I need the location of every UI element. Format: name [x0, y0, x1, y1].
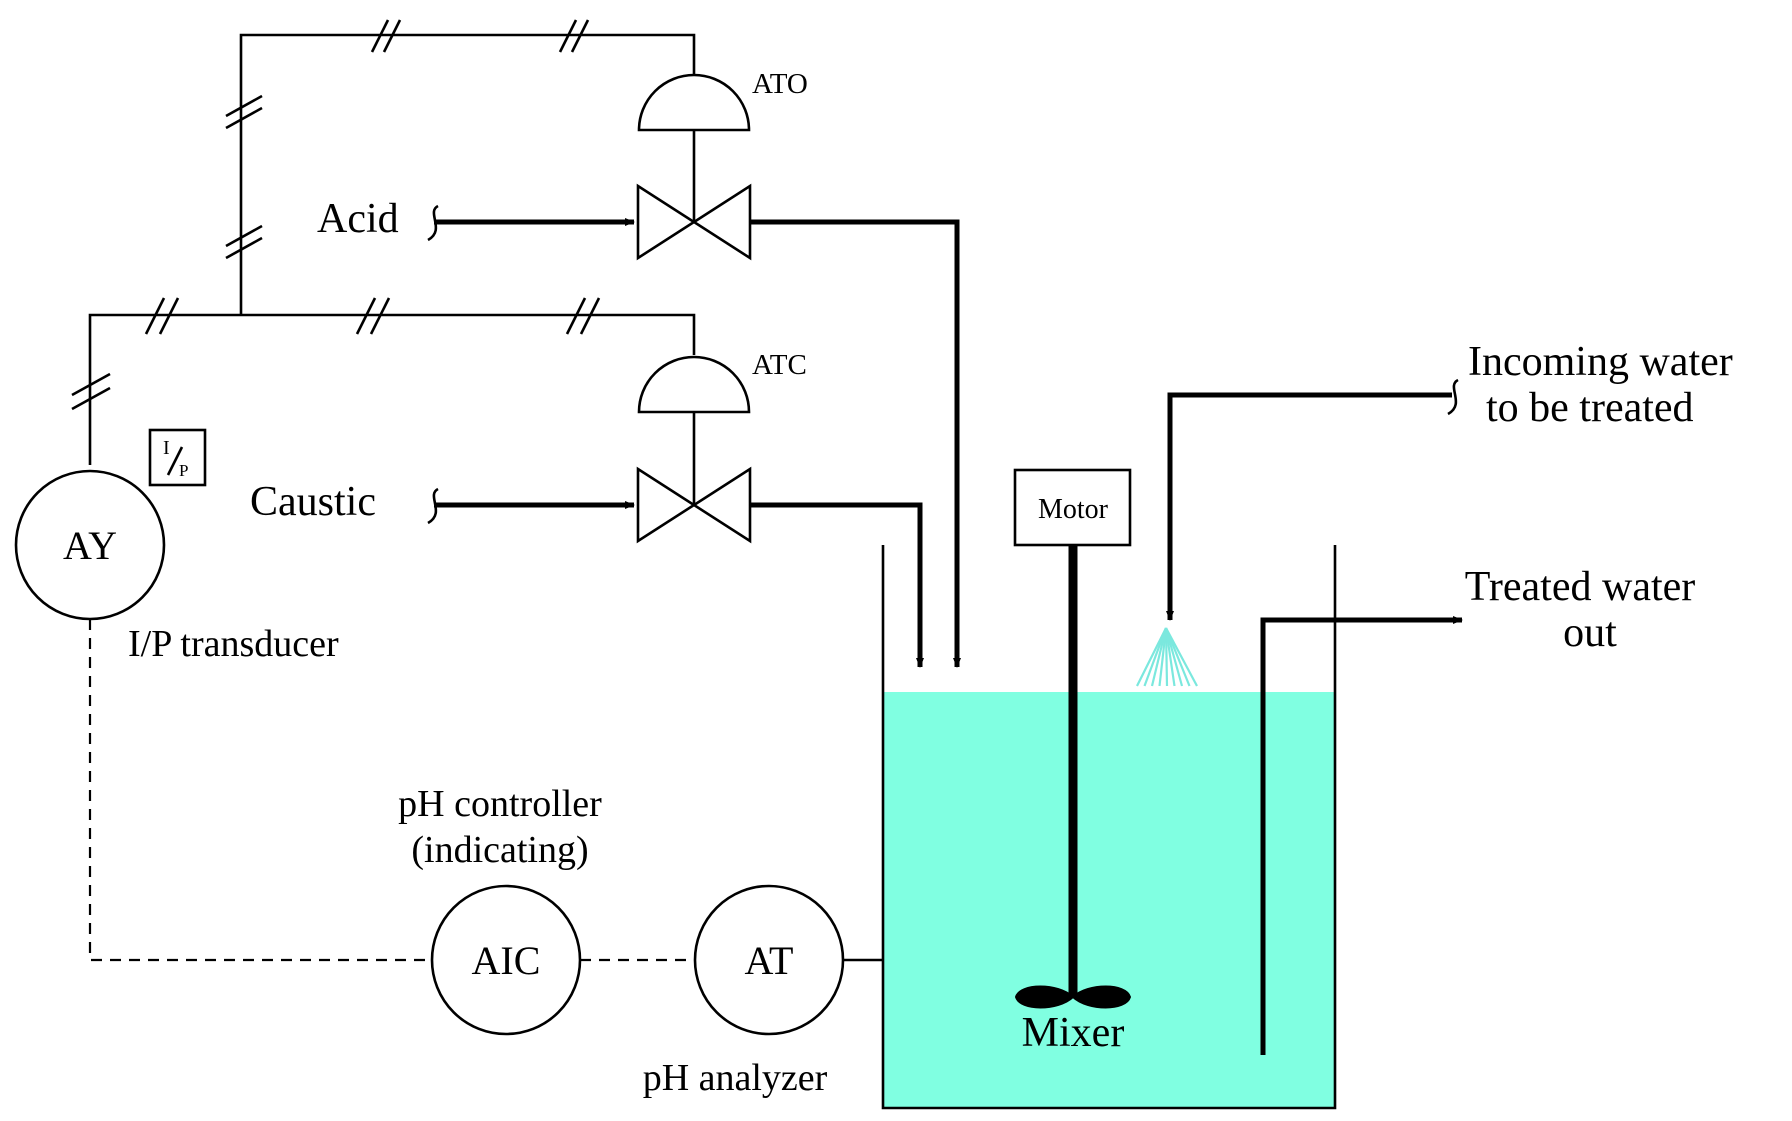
tank-walls — [881, 545, 1337, 1110]
spray-ray — [1164, 627, 1184, 687]
ato-signal-line — [239, 33, 696, 315]
caustic-outlet-pipe — [750, 502, 924, 668]
atc-label: ATC — [752, 349, 807, 381]
ip-transducer: AY I P I/P transducer — [14, 428, 339, 665]
spray-ray — [1164, 627, 1176, 687]
treated-water-label-line2: out — [1563, 610, 1617, 656]
ph-analyzer-label: pH analyzer — [643, 1057, 828, 1099]
ph-analyzer: AT pH analyzer — [643, 884, 883, 1099]
spray-nozzle-icon — [1136, 627, 1198, 687]
spray-ray — [1164, 627, 1191, 687]
incoming-pipe-break-icon — [1447, 378, 1459, 416]
caustic-control-valve: ATC — [636, 349, 807, 544]
ph-controller-label-line1: pH controller — [398, 783, 602, 825]
spray-ray — [1158, 627, 1168, 687]
acid-valve-body — [636, 183, 752, 261]
spray-ray — [1136, 627, 1167, 687]
incoming-water-pipe — [1166, 392, 1452, 621]
spray-ray — [1150, 627, 1168, 687]
ip-box-bottom: P — [179, 461, 188, 480]
pneumatic-hatch-marks — [71, 19, 601, 411]
caustic-feed: Caustic — [250, 479, 924, 668]
mixer-assembly: Motor Mixer — [1013, 468, 1132, 1056]
treated-water-outlet: Treated water out — [1260, 564, 1696, 1055]
acid-outlet-pipe — [750, 219, 961, 668]
impeller-icon — [1014, 985, 1132, 1009]
mixing-tank — [881, 545, 1337, 1110]
ato-actuator — [637, 73, 751, 132]
incoming-water-label-line1: Incoming water — [1468, 339, 1733, 385]
acid-feed: Acid — [317, 196, 961, 668]
atc-actuator — [637, 355, 751, 414]
acid-label: Acid — [317, 196, 399, 242]
atc-signal-line — [88, 313, 696, 465]
incoming-water: Incoming water to be treated — [1136, 339, 1733, 687]
mixer-label: Mixer — [1022, 1010, 1125, 1056]
ato-label: ATO — [752, 68, 808, 100]
incoming-water-label-line2: to be treated — [1486, 385, 1694, 431]
tank-water — [883, 692, 1335, 1108]
aic-bubble — [430, 884, 582, 1036]
at-tag: AT — [745, 938, 794, 983]
treated-water-label-line1: Treated water — [1465, 564, 1696, 610]
pneumatic-signal-lines — [71, 19, 696, 465]
ph-controller-label-line2: (indicating) — [411, 829, 588, 871]
motor-box — [1013, 468, 1132, 547]
ay-tag: AY — [63, 523, 117, 568]
caustic-valve-body — [636, 466, 752, 544]
caustic-label: Caustic — [250, 479, 376, 525]
spray-ray — [1164, 627, 1169, 687]
spray-ray — [1143, 627, 1168, 687]
ip-box-top: I — [163, 437, 170, 459]
acid-control-valve: ATO — [636, 68, 808, 261]
spray-ray — [1165, 627, 1198, 687]
aic-tag: AIC — [472, 938, 541, 983]
ip-transducer-label: I/P transducer — [128, 623, 339, 665]
ph-controller: AIC pH controller (indicating) — [398, 783, 602, 1036]
controller-output-signal — [88, 619, 432, 962]
treated-water-pipe — [1260, 616, 1463, 1055]
motor-label: Motor — [1038, 494, 1109, 525]
